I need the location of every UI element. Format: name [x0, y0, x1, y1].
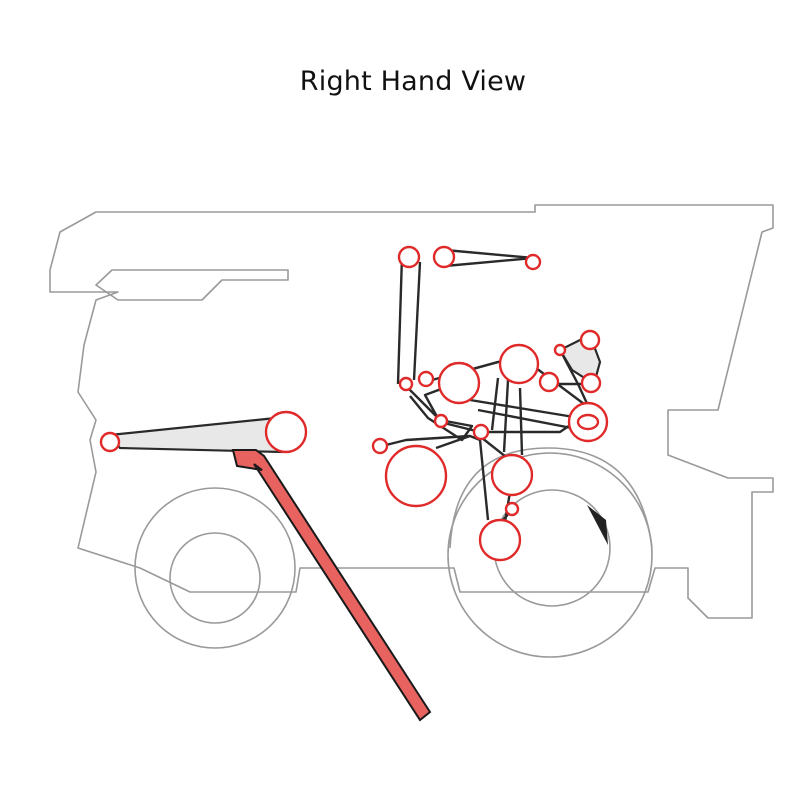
- top-beater-pulley: [432, 245, 456, 269]
- upper-left-pulley: [397, 245, 421, 269]
- lower-drive-belt: [381, 434, 481, 450]
- cab-overhang-outline: [95, 269, 289, 301]
- rear-side-pulley: [580, 372, 602, 394]
- front-rim: [169, 532, 261, 624]
- front-tire: [134, 487, 296, 649]
- rotor-pulley: [384, 444, 448, 508]
- combine-outline: [49, 204, 774, 619]
- rotor-drive-belt: [490, 377, 524, 456]
- left-idler-pulley: [398, 376, 414, 392]
- pointer-arrow-icon: [231, 449, 432, 722]
- top-beater-belt: [444, 248, 535, 268]
- rear-idler-pulley: [538, 371, 560, 393]
- rear-wheel: [447, 447, 653, 658]
- upper-vertical-belt: [396, 255, 422, 385]
- rear-tire: [447, 452, 653, 658]
- cleaning-fan-belt: [405, 385, 474, 442]
- feeder-drive-pulley: [99, 431, 121, 453]
- pulleys: [99, 245, 609, 562]
- front-wheel: [134, 487, 296, 649]
- main-drive-pulley: [498, 343, 540, 385]
- lower-left-idler-pulley: [371, 437, 389, 455]
- mid-idler-pulley: [417, 370, 435, 388]
- auger-pulley: [490, 453, 534, 497]
- fan-pulley: [437, 361, 481, 405]
- chopper-pulley: [579, 329, 601, 351]
- rear-fender-outline: [449, 447, 653, 549]
- machine-body-outline: [49, 204, 774, 619]
- feeder-driven-pulley: [264, 410, 308, 454]
- small-auger-idler-pulley: [504, 501, 520, 517]
- top-idler-pulley: [524, 253, 542, 271]
- tensioner-pulley: [433, 413, 449, 429]
- diagram-title: Right Hand View: [299, 66, 527, 97]
- chopper-idler-pulley: [553, 343, 567, 357]
- rear-hub-shadow: [587, 505, 608, 545]
- feeder-belt: [107, 416, 284, 454]
- lower-drive-pulley: [478, 518, 522, 562]
- auger-belt: [478, 437, 513, 541]
- engine-pulley-inner: [576, 413, 600, 431]
- center-idler-pulley: [472, 423, 490, 441]
